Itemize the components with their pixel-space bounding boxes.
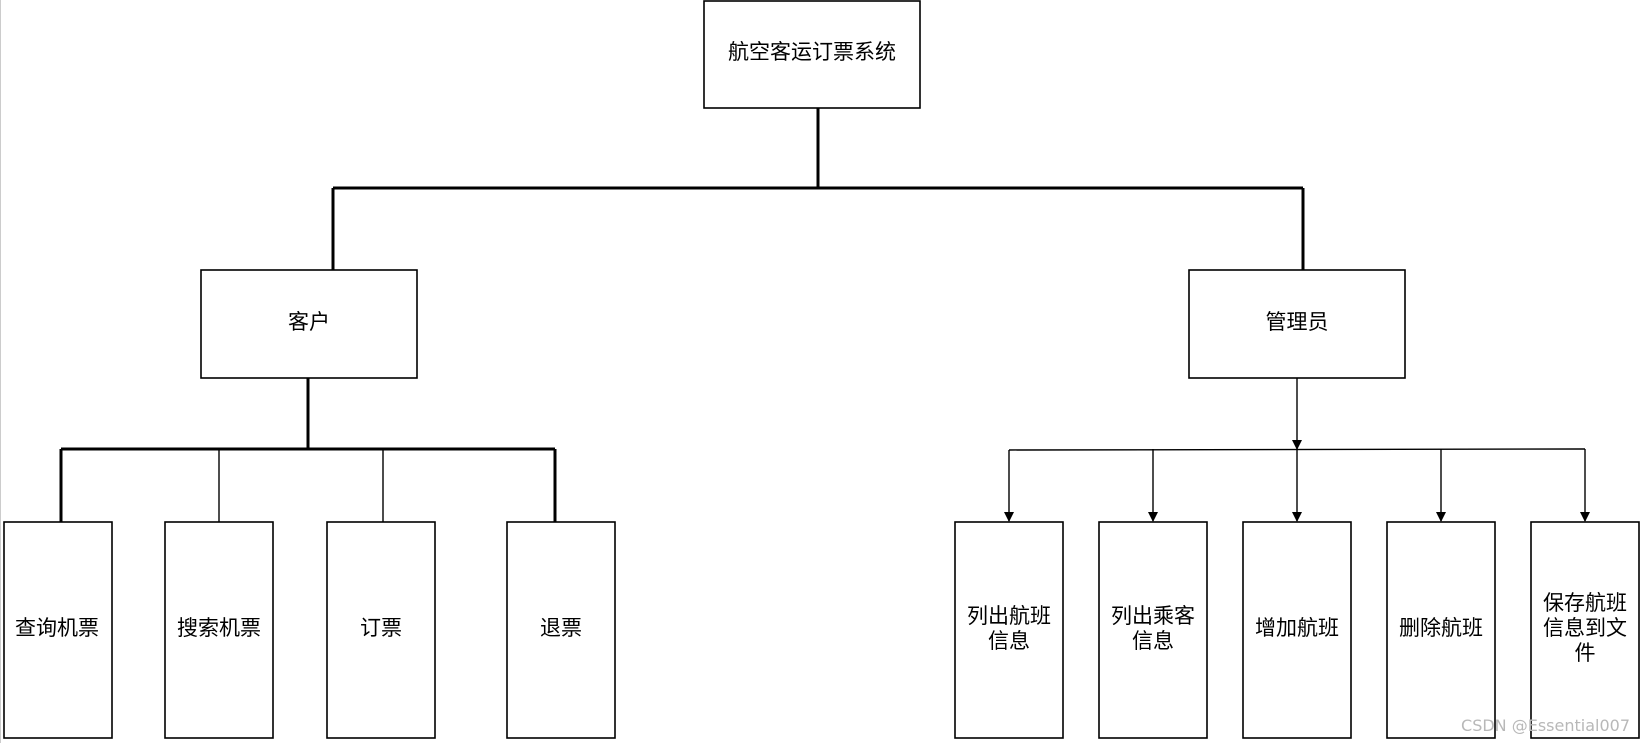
node-root-label: 航空客运订票系统: [728, 40, 896, 64]
root-connectors: [331, 108, 1305, 270]
node-list-flights-label-line1: 列出航班: [967, 604, 1051, 628]
node-root: 航空客运订票系统: [703, 0, 921, 109]
node-delete-flight: 删除航班: [1386, 521, 1496, 739]
node-delete-flight-box: [1386, 521, 1496, 739]
node-admin: 管理员: [1188, 269, 1406, 379]
node-list-passengers-box: [1098, 521, 1208, 739]
node-book-ticket: 订票: [326, 521, 436, 739]
node-admin-box: [1188, 269, 1406, 379]
node-refund-ticket-box: [506, 521, 616, 739]
node-save-flights: 保存航班 信息到文 件: [1530, 521, 1640, 739]
node-admin-label: 管理员: [1266, 310, 1329, 334]
node-book-ticket-label: 订票: [360, 616, 402, 640]
node-save-flights-label-line1: 保存航班: [1543, 591, 1627, 615]
node-delete-flight-label: 删除航班: [1399, 616, 1483, 640]
node-query-tickets-box: [3, 521, 113, 739]
node-list-passengers-label-line1: 列出乘客: [1111, 604, 1195, 628]
node-add-flight-box: [1242, 521, 1352, 739]
customer-connectors: [59, 378, 557, 522]
node-save-flights-label-line2: 信息到文: [1543, 616, 1627, 640]
node-list-flights-label-line2: 信息: [988, 629, 1030, 653]
node-query-tickets: 查询机票: [3, 521, 113, 739]
node-save-flights-label-line3: 件: [1575, 641, 1596, 665]
node-customer-box: [200, 269, 418, 379]
node-add-flight-label: 增加航班: [1255, 616, 1339, 640]
node-query-tickets-label: 查询机票: [15, 616, 99, 640]
node-list-flights: 列出航班 信息: [954, 521, 1064, 739]
admin-connectors: [1004, 378, 1590, 522]
customer-children: 查询机票 搜索机票 订票 退票: [3, 521, 616, 739]
node-customer: 客户: [200, 269, 418, 379]
node-search-tickets-label: 搜索机票: [177, 616, 261, 640]
node-add-flight: 增加航班: [1242, 521, 1352, 739]
node-list-passengers-label-line2: 信息: [1132, 629, 1174, 653]
node-book-ticket-box: [326, 521, 436, 739]
node-customer-label: 客户: [288, 310, 330, 334]
node-save-flights-box: [1530, 521, 1640, 739]
admin-children: 列出航班 信息 列出乘客 信息 增加航班 删除航班 保存航班 信息到文 件: [954, 521, 1640, 739]
node-search-tickets-box: [164, 521, 274, 739]
node-list-passengers: 列出乘客 信息: [1098, 521, 1208, 739]
node-refund-ticket: 退票: [506, 521, 616, 739]
watermark-text: CSDN @Essential007: [1461, 716, 1630, 735]
node-root-box: [703, 0, 921, 109]
node-search-tickets: 搜索机票: [164, 521, 274, 739]
node-list-flights-box: [954, 521, 1064, 739]
node-refund-ticket-label: 退票: [540, 616, 582, 640]
